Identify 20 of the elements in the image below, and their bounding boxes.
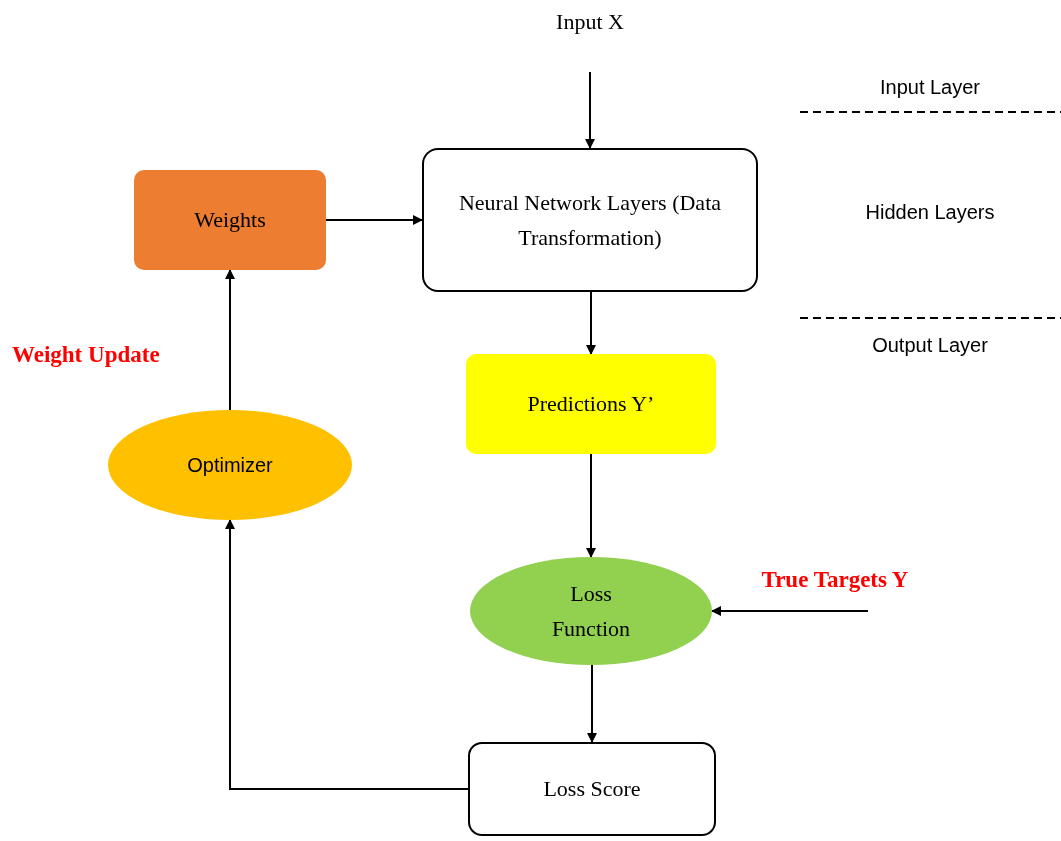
arrow <box>586 291 596 355</box>
layer-label: Hidden Layers <box>864 200 996 225</box>
layer-label: Output Layer <box>871 333 989 358</box>
input-text: Input X <box>530 4 650 40</box>
process-box: Neural Network Layers (Data Transformation) <box>422 148 758 292</box>
input-text: True Targets Y <box>730 562 940 598</box>
arrow <box>711 606 869 616</box>
arrow <box>325 215 423 225</box>
predictions-box: Predictions Y’ <box>466 354 716 454</box>
loss-function-ellipse: Loss Function <box>470 557 712 665</box>
arrow <box>585 71 595 149</box>
arrow <box>225 519 469 790</box>
arrow <box>587 664 597 743</box>
optimizer-ellipse: Optimizer <box>108 410 352 520</box>
weights-box: Weights <box>134 170 326 270</box>
layer-label: Input Layer <box>878 75 982 100</box>
process-box: Loss Score <box>468 742 716 836</box>
edge-label: Weight Update <box>12 341 160 369</box>
arrow <box>586 453 596 558</box>
arrow <box>225 269 235 411</box>
